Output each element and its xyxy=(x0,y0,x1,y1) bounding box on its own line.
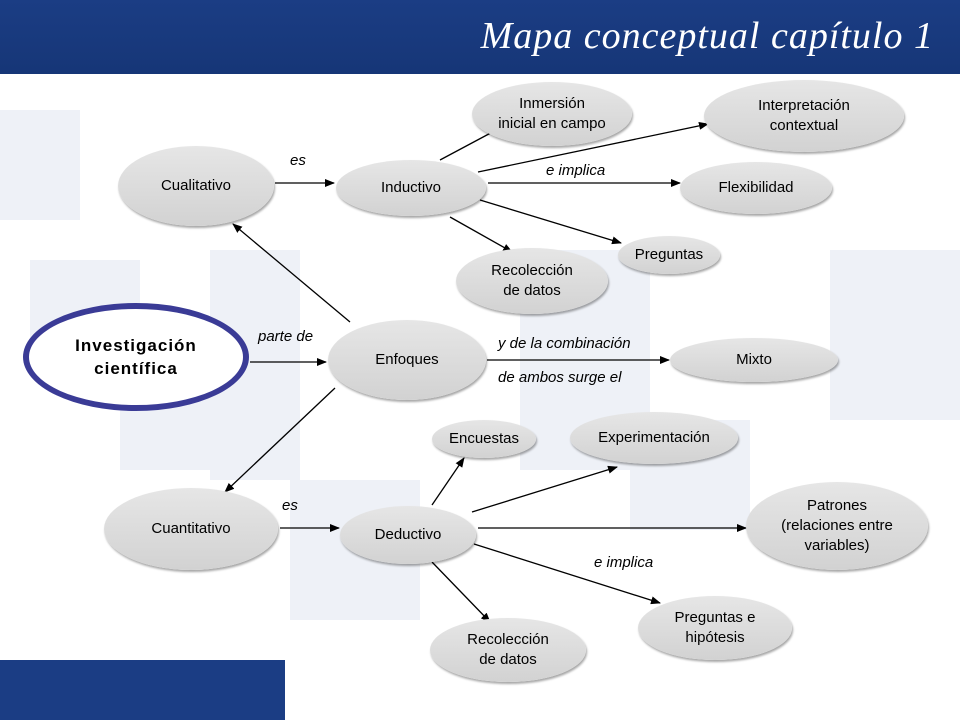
node-interpretacion-label: Interpretación contextual xyxy=(758,97,850,134)
node-recoleccion-cuantitativo: Recolección de datos xyxy=(430,618,586,682)
label-combinacion-line2: de ambos surge el xyxy=(498,369,622,386)
footer-bar xyxy=(0,660,285,720)
node-interpretacion: Interpretación contextual xyxy=(704,80,904,152)
node-inductivo-label: Inductivo xyxy=(380,179,442,196)
node-recoleccion-cualitativo: Recolección de datos xyxy=(456,248,608,314)
arrow-enfoques-cuantitativo xyxy=(224,387,336,493)
arrow-inductivo-recoleccion xyxy=(449,216,513,253)
node-cuantitativo-label: Cuantitativo xyxy=(151,520,231,537)
node-deductivo: Deductivo xyxy=(340,506,476,564)
label-combinacion-line1: y de la combinación xyxy=(498,335,631,352)
arrow-inductivo-interpretacion xyxy=(477,121,709,173)
node-flexibilidad-label: Flexibilidad xyxy=(718,179,794,196)
node-inmersion: Inmersión inicial en campo xyxy=(472,82,632,146)
label-parte-de: parte de xyxy=(258,328,314,345)
node-preguntas-hipotesis: Preguntas e hipótesis xyxy=(638,596,792,660)
node-cualitativo-label: Cualitativo xyxy=(160,177,232,194)
background-square xyxy=(830,250,960,420)
node-mixto: Mixto xyxy=(670,338,838,382)
node-deductivo-label: Deductivo xyxy=(374,526,442,543)
arrow-deductivo-experimentacion xyxy=(471,465,618,513)
node-flexibilidad: Flexibilidad xyxy=(680,162,832,214)
arrow-deductivo-recoleccion xyxy=(431,561,491,623)
node-encuestas-label: Encuestas xyxy=(448,430,520,447)
arrow-inductivo-preguntas xyxy=(479,199,622,245)
node-preguntas-label: Preguntas xyxy=(634,246,704,263)
slide-title: Mapa conceptual capítulo 1 xyxy=(480,15,934,57)
label-e-implica-deductivo: e implica xyxy=(594,554,654,571)
node-investigacion-cientifica: Investigación científica xyxy=(23,303,249,411)
arrow-deductivo-preguntas-hipotesis xyxy=(473,543,661,605)
node-experimentacion-label: Experimentación xyxy=(598,429,710,446)
node-preguntas: Preguntas xyxy=(618,236,720,274)
node-recoleccion-cuantitativo-label: Recolección de datos xyxy=(467,631,549,668)
label-e-implica-inductivo: e implica xyxy=(546,162,606,179)
label-es-cuantitativo: es xyxy=(282,497,298,514)
node-recoleccion-cualitativo-label: Recolección de datos xyxy=(491,262,573,299)
node-mixto-label: Mixto xyxy=(736,351,772,368)
arrow-deductivo-encuestas xyxy=(431,457,465,506)
node-cuantitativo: Cuantitativo xyxy=(104,488,278,570)
node-enfoques-label: Enfoques xyxy=(375,351,439,368)
header-bar: Mapa conceptual capítulo 1 xyxy=(0,0,960,74)
node-encuestas: Encuestas xyxy=(432,420,536,458)
node-inductivo: Inductivo xyxy=(336,160,486,216)
node-patrones: Patrones (relaciones entre variables) xyxy=(746,482,928,570)
node-cualitativo: Cualitativo xyxy=(118,146,274,226)
node-preguntas-hipotesis-label: Preguntas e hipótesis xyxy=(674,609,756,646)
label-es-cualitativo: es xyxy=(290,152,306,169)
node-experimentacion: Experimentación xyxy=(570,412,738,464)
arrow-enfoques-cualitativo xyxy=(232,223,351,323)
node-patrones-label: Patrones (relaciones entre variables) xyxy=(781,497,893,554)
node-enfoques: Enfoques xyxy=(328,320,486,400)
node-inmersion-label: Inmersión inicial en campo xyxy=(498,95,606,132)
node-investigacion-cientifica-label: Investigación científica xyxy=(75,336,197,378)
background-square xyxy=(0,110,80,220)
